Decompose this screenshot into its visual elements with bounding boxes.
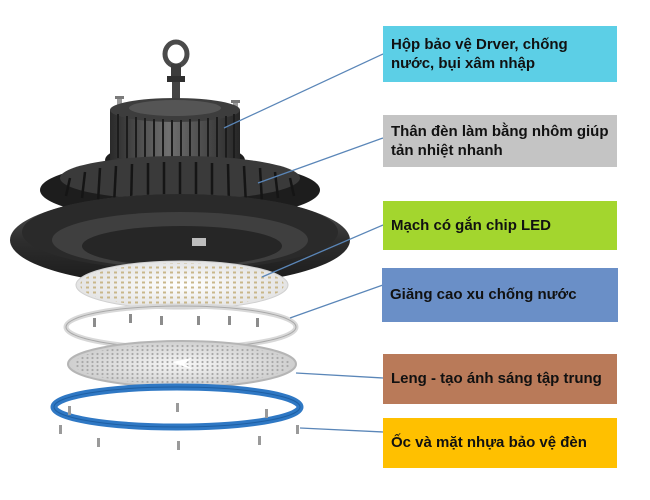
label-lens: Leng - tạo ánh sáng tập trung bbox=[383, 354, 617, 404]
optical-lens bbox=[67, 340, 297, 388]
led-board bbox=[75, 260, 289, 310]
label-led-circuit: Mạch có gắn chip LED bbox=[383, 201, 617, 250]
bottom-screws bbox=[59, 403, 299, 450]
leader-lines bbox=[223, 53, 384, 433]
eye-bolt bbox=[162, 39, 190, 100]
label-aluminum-body: Thân đèn làm bằng nhôm giúp tản nhiệt nh… bbox=[383, 115, 617, 167]
label-driver-box: Hộp bảo vệ Drver, chống nước, bụi xâm nh… bbox=[383, 26, 617, 82]
lamp-dish bbox=[10, 194, 350, 286]
protective-cover-ring bbox=[50, 383, 304, 431]
label-screws-cover: Ốc và mặt nhựa bảo vệ đèn bbox=[383, 418, 617, 468]
label-rubber-gasket: Giăng cao xu chống nước bbox=[382, 268, 618, 322]
board-screws bbox=[93, 314, 259, 327]
